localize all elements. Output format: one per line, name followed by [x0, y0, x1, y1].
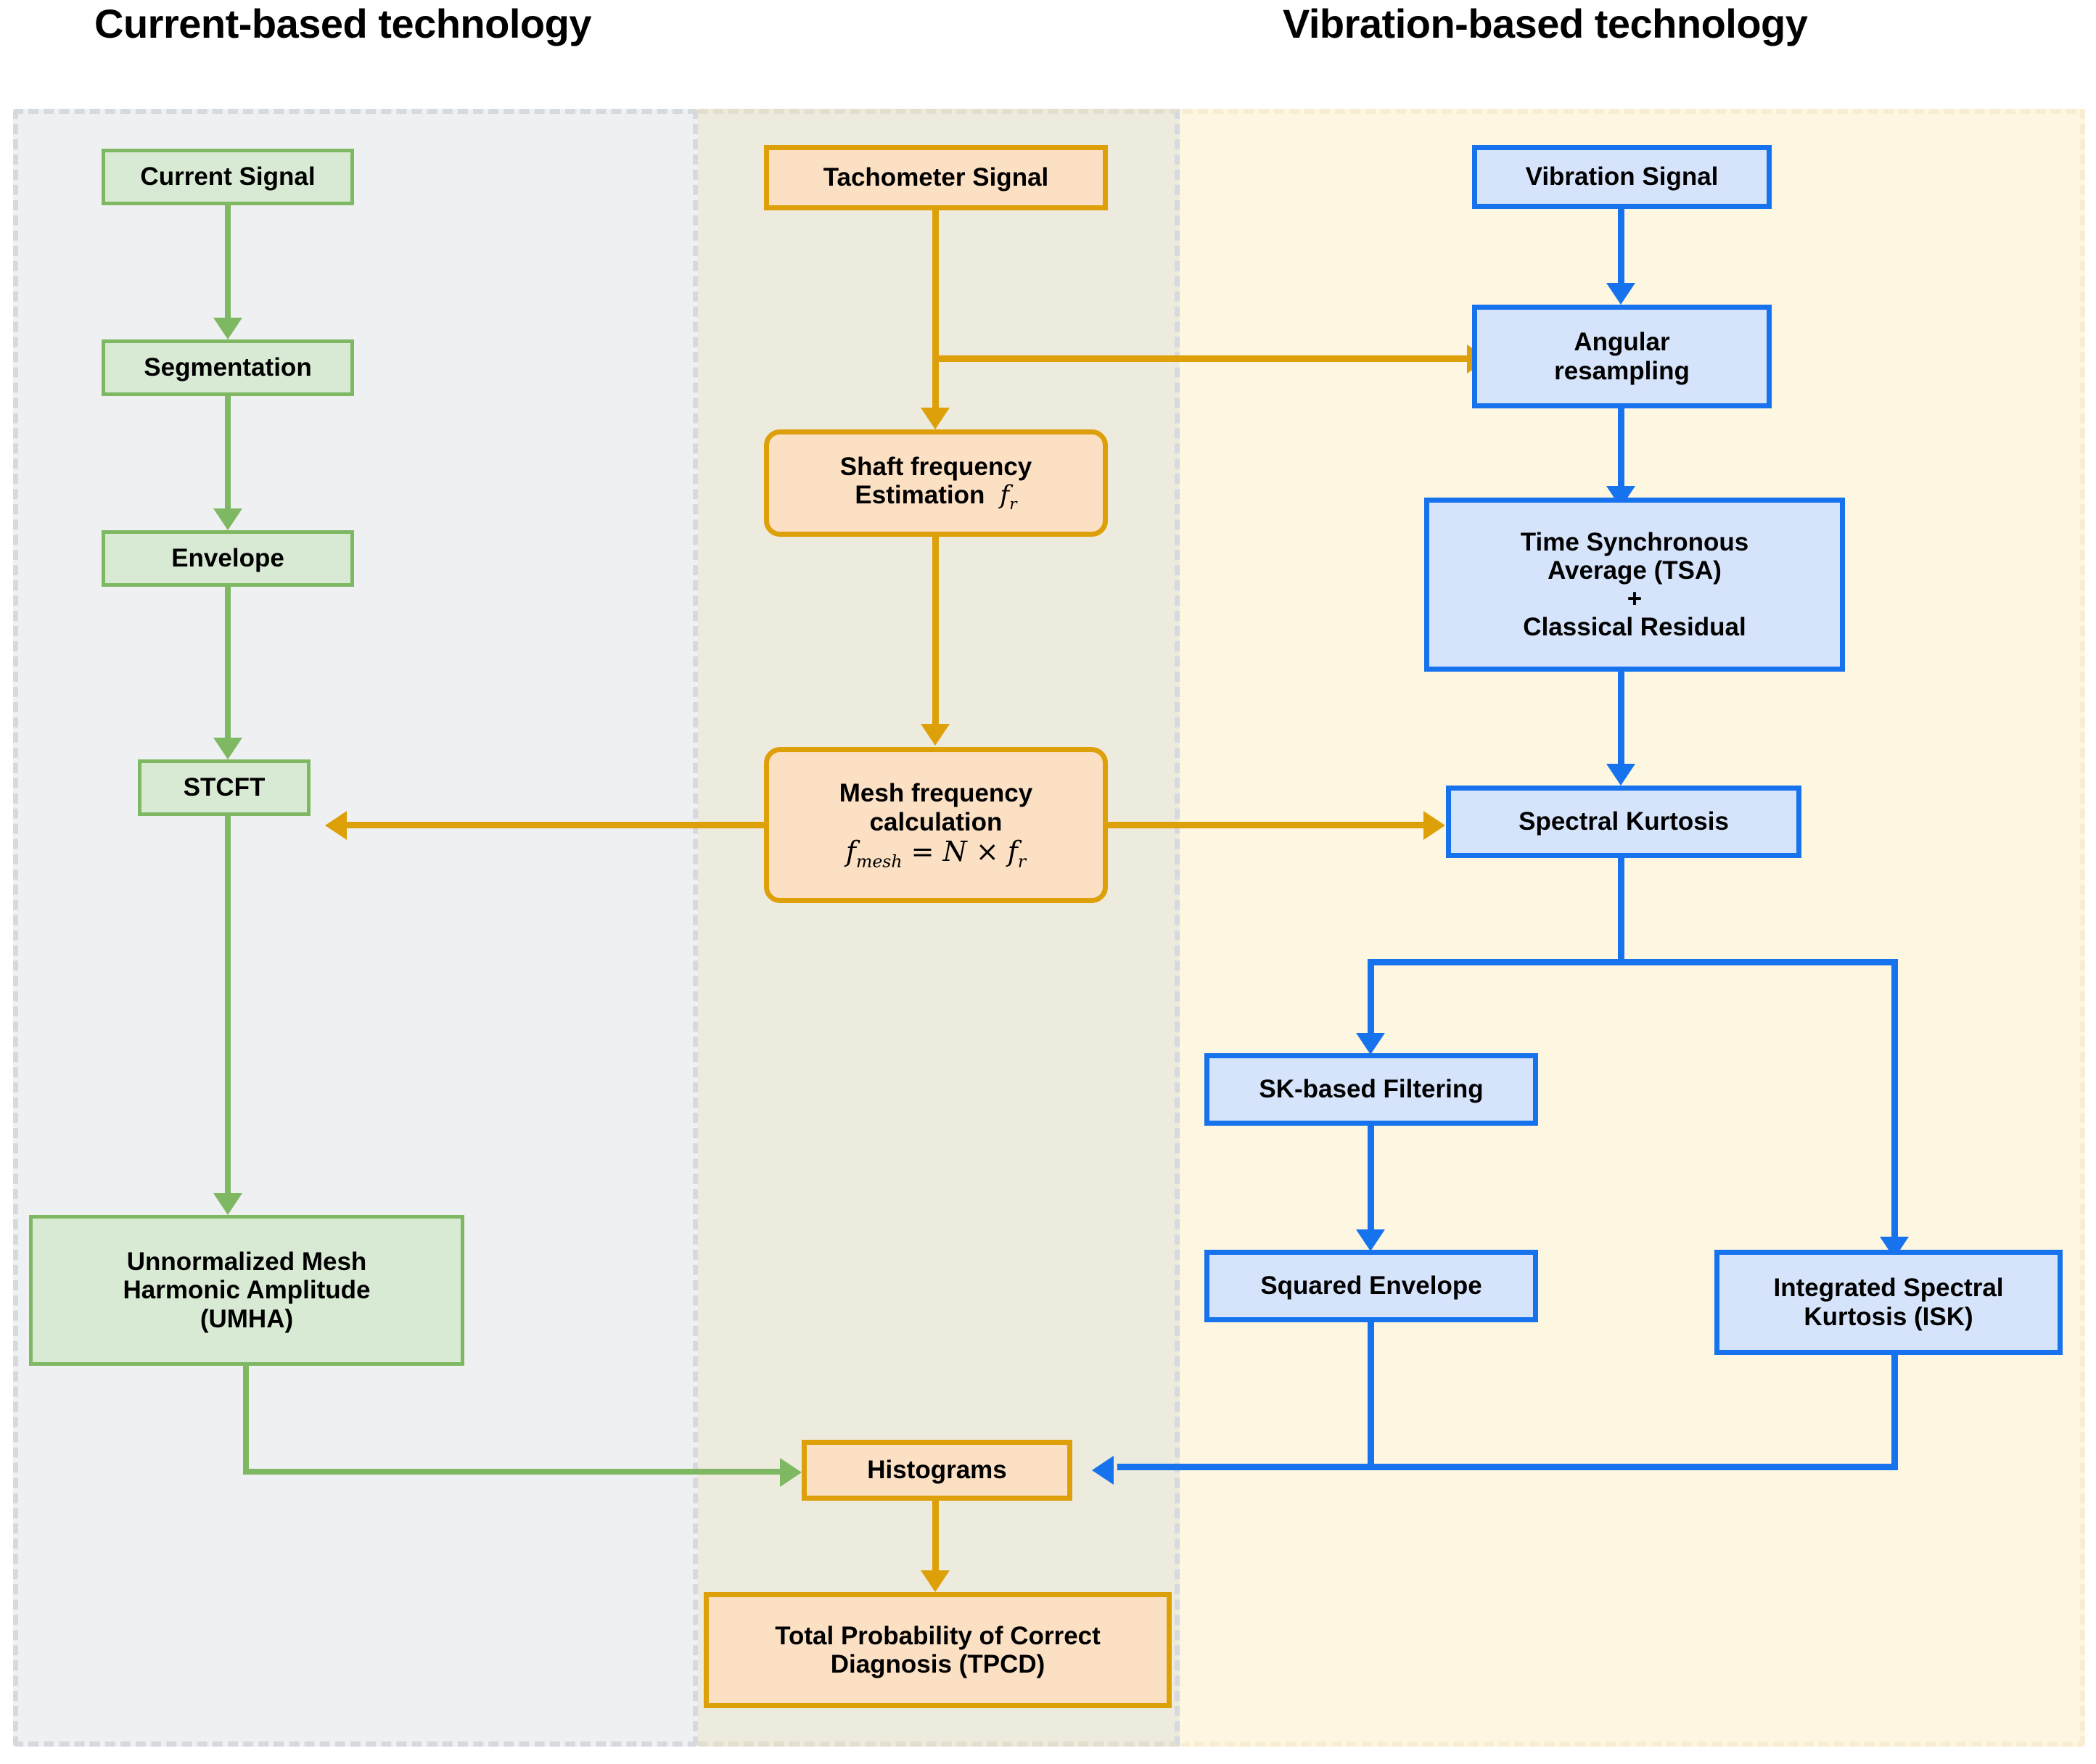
edge-squared-envelope-down — [1368, 1322, 1374, 1469]
edge-tsa-to-spectral-kurtosis — [1618, 672, 1624, 770]
edge-angular-to-tsa — [1618, 408, 1624, 492]
edge-sk-branch-right — [1891, 959, 1898, 1242]
node-label-line2: calculation — [869, 807, 1003, 836]
node-label-line1: Shaft frequency — [839, 452, 1032, 481]
arrow-down-icon — [1606, 764, 1635, 786]
heading-current-based: Current-based technology — [94, 1, 591, 46]
node-label-line3: (UMHA) — [200, 1304, 294, 1333]
arrow-down-icon — [921, 408, 950, 429]
shaft-est-text: Estimation — [855, 480, 985, 509]
edge-umha-down — [243, 1366, 249, 1473]
node-isk[interactable]: Integrated Spectral Kurtosis (ISK) — [1714, 1250, 2063, 1355]
edge-tacho-to-angular — [932, 355, 1472, 362]
node-label: Current Signal — [140, 162, 316, 191]
arrow-left-icon — [1092, 1456, 1114, 1485]
edge-tacho-down — [932, 210, 939, 413]
node-spectral-kurtosis[interactable]: Spectral Kurtosis — [1446, 786, 1801, 858]
edge-shaft-to-mesh — [932, 537, 939, 729]
node-label: Envelope — [171, 544, 284, 573]
node-label-line2: Harmonic Amplitude — [123, 1276, 371, 1305]
edge-sk-branch-left — [1368, 959, 1374, 1039]
edge-vibration-to-angular — [1618, 209, 1624, 289]
node-label-line1: Total Probability of Correct — [775, 1621, 1101, 1650]
node-envelope[interactable]: Envelope — [102, 530, 354, 587]
node-label: Vibration Signal — [1525, 162, 1719, 191]
node-vibration-signal[interactable]: Vibration Signal — [1472, 145, 1772, 209]
node-label: Squared Envelope — [1260, 1272, 1482, 1301]
arrow-down-icon — [1356, 1033, 1385, 1055]
node-sk-based-filtering[interactable]: SK-based Filtering — [1204, 1053, 1538, 1126]
edge-skfilter-to-squared-envelope — [1368, 1126, 1374, 1235]
node-label: Spectral Kurtosis — [1518, 807, 1729, 836]
node-label: STCFT — [183, 773, 266, 802]
node-label-line4: Classical Residual — [1523, 613, 1746, 642]
edge-sk-down-stem — [1618, 858, 1624, 963]
arrow-down-icon — [213, 1193, 242, 1215]
node-label-line1: Angular — [1574, 328, 1670, 357]
arrow-right-icon — [780, 1458, 802, 1487]
node-histograms[interactable]: Histograms — [802, 1440, 1072, 1501]
node-label-line2: Diagnosis (TPCD) — [830, 1650, 1045, 1678]
node-tpcd[interactable]: Total Probability of Correct Diagnosis (… — [704, 1592, 1172, 1708]
node-squared-envelope[interactable]: Squared Envelope — [1204, 1250, 1538, 1322]
node-label-line1: Time Synchronous — [1520, 527, 1749, 556]
edge-stcft-to-umha — [225, 816, 231, 1197]
shaft-symbol-f: fr — [1000, 480, 1017, 514]
edge-converge-bus-to-histograms — [1117, 1464, 1898, 1470]
node-mesh-frequency-calculation[interactable]: Mesh frequency calculation fmesh = N × f… — [764, 747, 1108, 903]
arrow-left-icon — [325, 811, 347, 840]
node-label-line1: Unnormalized Mesh — [126, 1248, 367, 1277]
arrow-down-icon — [213, 508, 242, 530]
arrow-down-icon — [213, 318, 242, 339]
edge-isk-down — [1891, 1355, 1898, 1469]
node-label-line1: Integrated Spectral — [1773, 1274, 2004, 1303]
arrow-down-icon — [1606, 283, 1635, 305]
edge-histograms-to-tpcd — [932, 1501, 939, 1577]
node-umha[interactable]: Unnormalized Mesh Harmonic Amplitude (UM… — [29, 1215, 464, 1366]
edge-mesh-to-spectral-kurtosis — [1103, 822, 1429, 828]
node-label: Segmentation — [144, 353, 312, 382]
node-angular-resampling[interactable]: Angular resampling — [1472, 305, 1772, 408]
node-label: Histograms — [867, 1456, 1007, 1485]
node-label-line2: resampling — [1554, 356, 1690, 385]
node-stcft[interactable]: STCFT — [138, 759, 311, 816]
arrow-right-icon — [1423, 811, 1445, 840]
edge-mesh-to-stcft — [347, 822, 769, 828]
node-label-line2: Estimation fr — [849, 481, 1022, 514]
panel-tachometer — [698, 109, 1180, 1747]
node-current-signal[interactable]: Current Signal — [102, 149, 354, 205]
arrow-down-icon — [921, 1570, 950, 1592]
edge-umha-right — [243, 1469, 785, 1475]
arrow-down-icon — [213, 738, 242, 759]
edge-envelope-to-stcft — [225, 587, 231, 741]
node-label-line2: Average (TSA) — [1548, 556, 1722, 585]
node-segmentation[interactable]: Segmentation — [102, 339, 354, 396]
node-label: Tachometer Signal — [823, 163, 1049, 192]
node-label-line1: Mesh frequency — [839, 779, 1033, 808]
edge-segmentation-to-envelope — [225, 396, 231, 512]
arrow-down-icon — [1356, 1229, 1385, 1251]
edge-sk-split-bus — [1368, 959, 1897, 965]
arrow-down-icon — [921, 724, 950, 746]
node-label: SK-based Filtering — [1259, 1075, 1484, 1104]
node-label-line3: + — [1627, 585, 1643, 613]
node-tsa-classical-residual[interactable]: Time Synchronous Average (TSA) + Classic… — [1424, 498, 1845, 672]
node-tachometer-signal[interactable]: Tachometer Signal — [764, 145, 1108, 210]
mesh-equation: fmesh = N × fr — [845, 835, 1027, 872]
edge-current-to-segmentation — [225, 205, 231, 321]
node-shaft-frequency-estimation[interactable]: Shaft frequency Estimation fr — [764, 429, 1108, 537]
heading-vibration-based: Vibration-based technology — [1283, 1, 1808, 46]
node-label-line2: Kurtosis (ISK) — [1804, 1302, 1973, 1331]
